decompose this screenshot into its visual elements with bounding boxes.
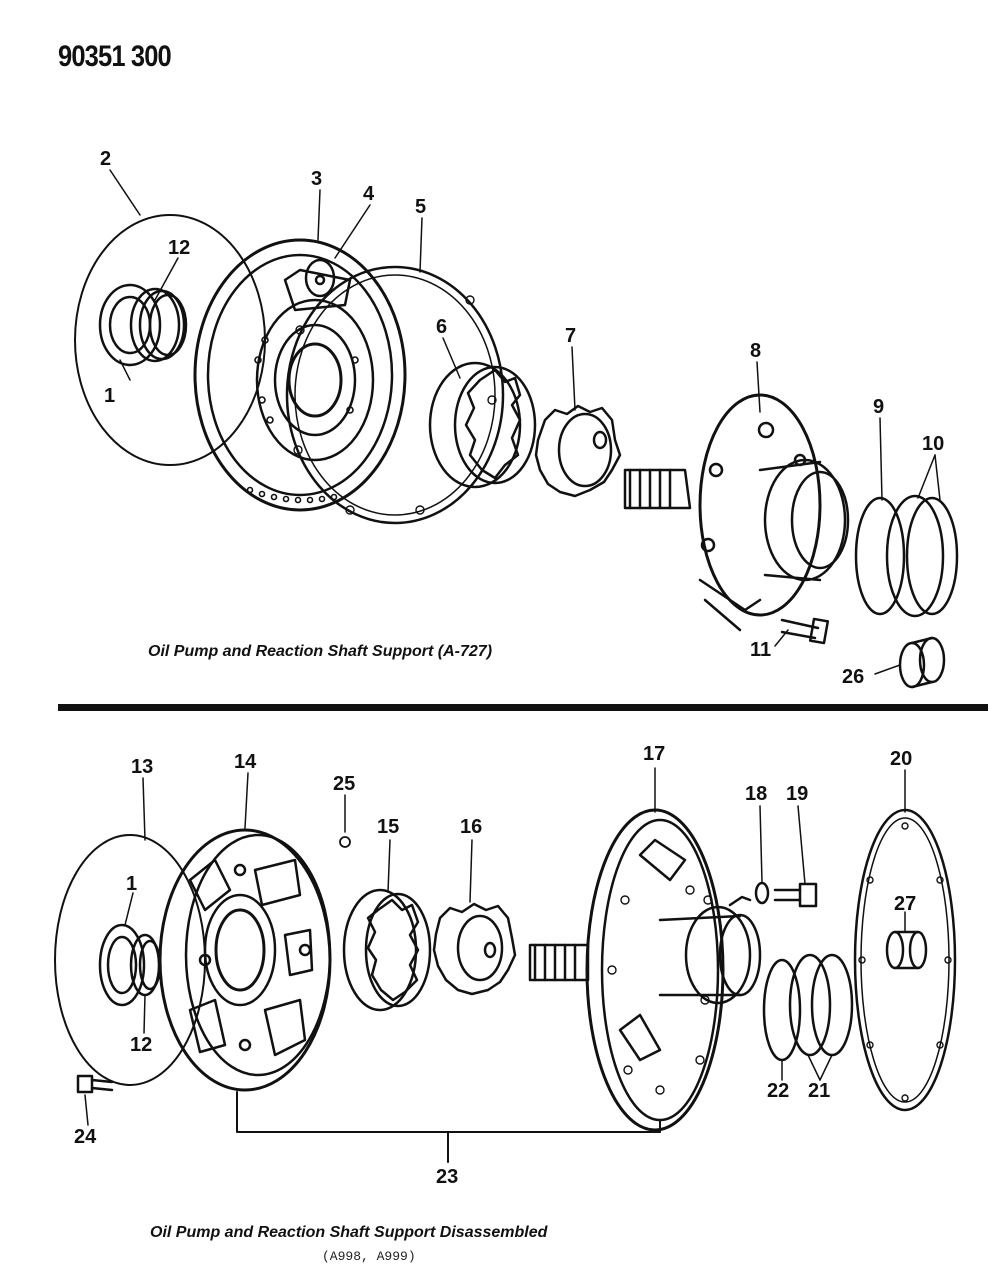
bottom-part-14-pump-body	[158, 828, 332, 1092]
callout-bottom-27: 27	[894, 893, 916, 915]
callout-top-2: 2	[100, 148, 111, 170]
callout-bottom-14: 14	[234, 751, 257, 773]
callout-bottom-19: 19	[786, 783, 808, 805]
callout-bottom-22: 22	[767, 1080, 789, 1102]
callout-top-1: 1	[104, 385, 115, 407]
bottom-diagram-caption: Oil Pump and Reaction Shaft Support Disa…	[150, 1224, 548, 1241]
top-part-11-bolt	[780, 617, 830, 645]
callout-bottom-17: 17	[643, 743, 665, 765]
top-part-9-ring	[854, 496, 906, 616]
callout-top-10: 10	[922, 433, 944, 455]
top-part-12-bushing	[129, 287, 188, 363]
bottom-part-15-outer-gear	[342, 888, 432, 1012]
bottom-part-23-assembly-bracket	[236, 1091, 661, 1163]
callout-bottom-16: 16	[460, 816, 482, 838]
top-part-5-gasket	[285, 265, 505, 525]
bottom-diagram-models: (A998, A999)	[322, 1249, 416, 1264]
top-diagram-caption: Oil Pump and Reaction Shaft Support (A-7…	[148, 643, 493, 660]
bottom-part-27-bushing	[885, 930, 928, 970]
bottom-part-16-inner-gear	[432, 902, 517, 996]
bottom-part-20-gasket	[853, 808, 957, 1112]
callout-bottom-21: 21	[808, 1080, 830, 1102]
top-part-6-outer-gear	[428, 361, 537, 489]
callout-bottom-23: 23	[436, 1166, 458, 1188]
callout-top-6: 6	[436, 316, 447, 338]
callout-bottom-1: 1	[126, 873, 137, 895]
callout-bottom-12: 12	[130, 1034, 152, 1056]
callout-top-11: 11	[750, 639, 771, 661]
bottom-part-17-reaction-shaft-support	[528, 808, 762, 1132]
callout-top-8: 8	[750, 340, 761, 362]
callout-bottom-25: 25	[333, 773, 355, 795]
document-id: 90351 300	[58, 40, 172, 73]
bottom-part-25-ball	[339, 836, 351, 848]
callout-bottom-24: 24	[74, 1126, 97, 1148]
callout-top-7: 7	[565, 325, 576, 347]
top-part-3-pump-housing	[193, 238, 407, 512]
callout-bottom-18: 18	[745, 783, 767, 805]
section-divider	[58, 704, 988, 711]
callout-bottom-15: 15	[377, 816, 399, 838]
callout-top-3: 3	[311, 168, 322, 190]
bottom-part-1-seal	[98, 923, 146, 1007]
bottom-part-24-bolt	[76, 1074, 114, 1094]
callout-bottom-20: 20	[890, 748, 912, 770]
callout-top-9: 9	[873, 396, 884, 418]
callout-bottom-13: 13	[131, 756, 153, 778]
callout-top-12: 12	[168, 237, 190, 259]
callout-top-26: 26	[842, 666, 864, 688]
top-part-26-bushing	[898, 636, 946, 689]
bottom-part-18-washer	[728, 881, 770, 907]
top-part-4-valve	[304, 258, 336, 298]
top-part-7-inner-gear	[534, 404, 622, 498]
top-part-10-rings	[885, 494, 959, 618]
callout-top-5: 5	[415, 196, 426, 218]
callout-top-4: 4	[363, 183, 375, 205]
bottom-part-19-bolt	[773, 882, 818, 908]
top-part-8-reaction-shaft-support	[623, 393, 850, 632]
